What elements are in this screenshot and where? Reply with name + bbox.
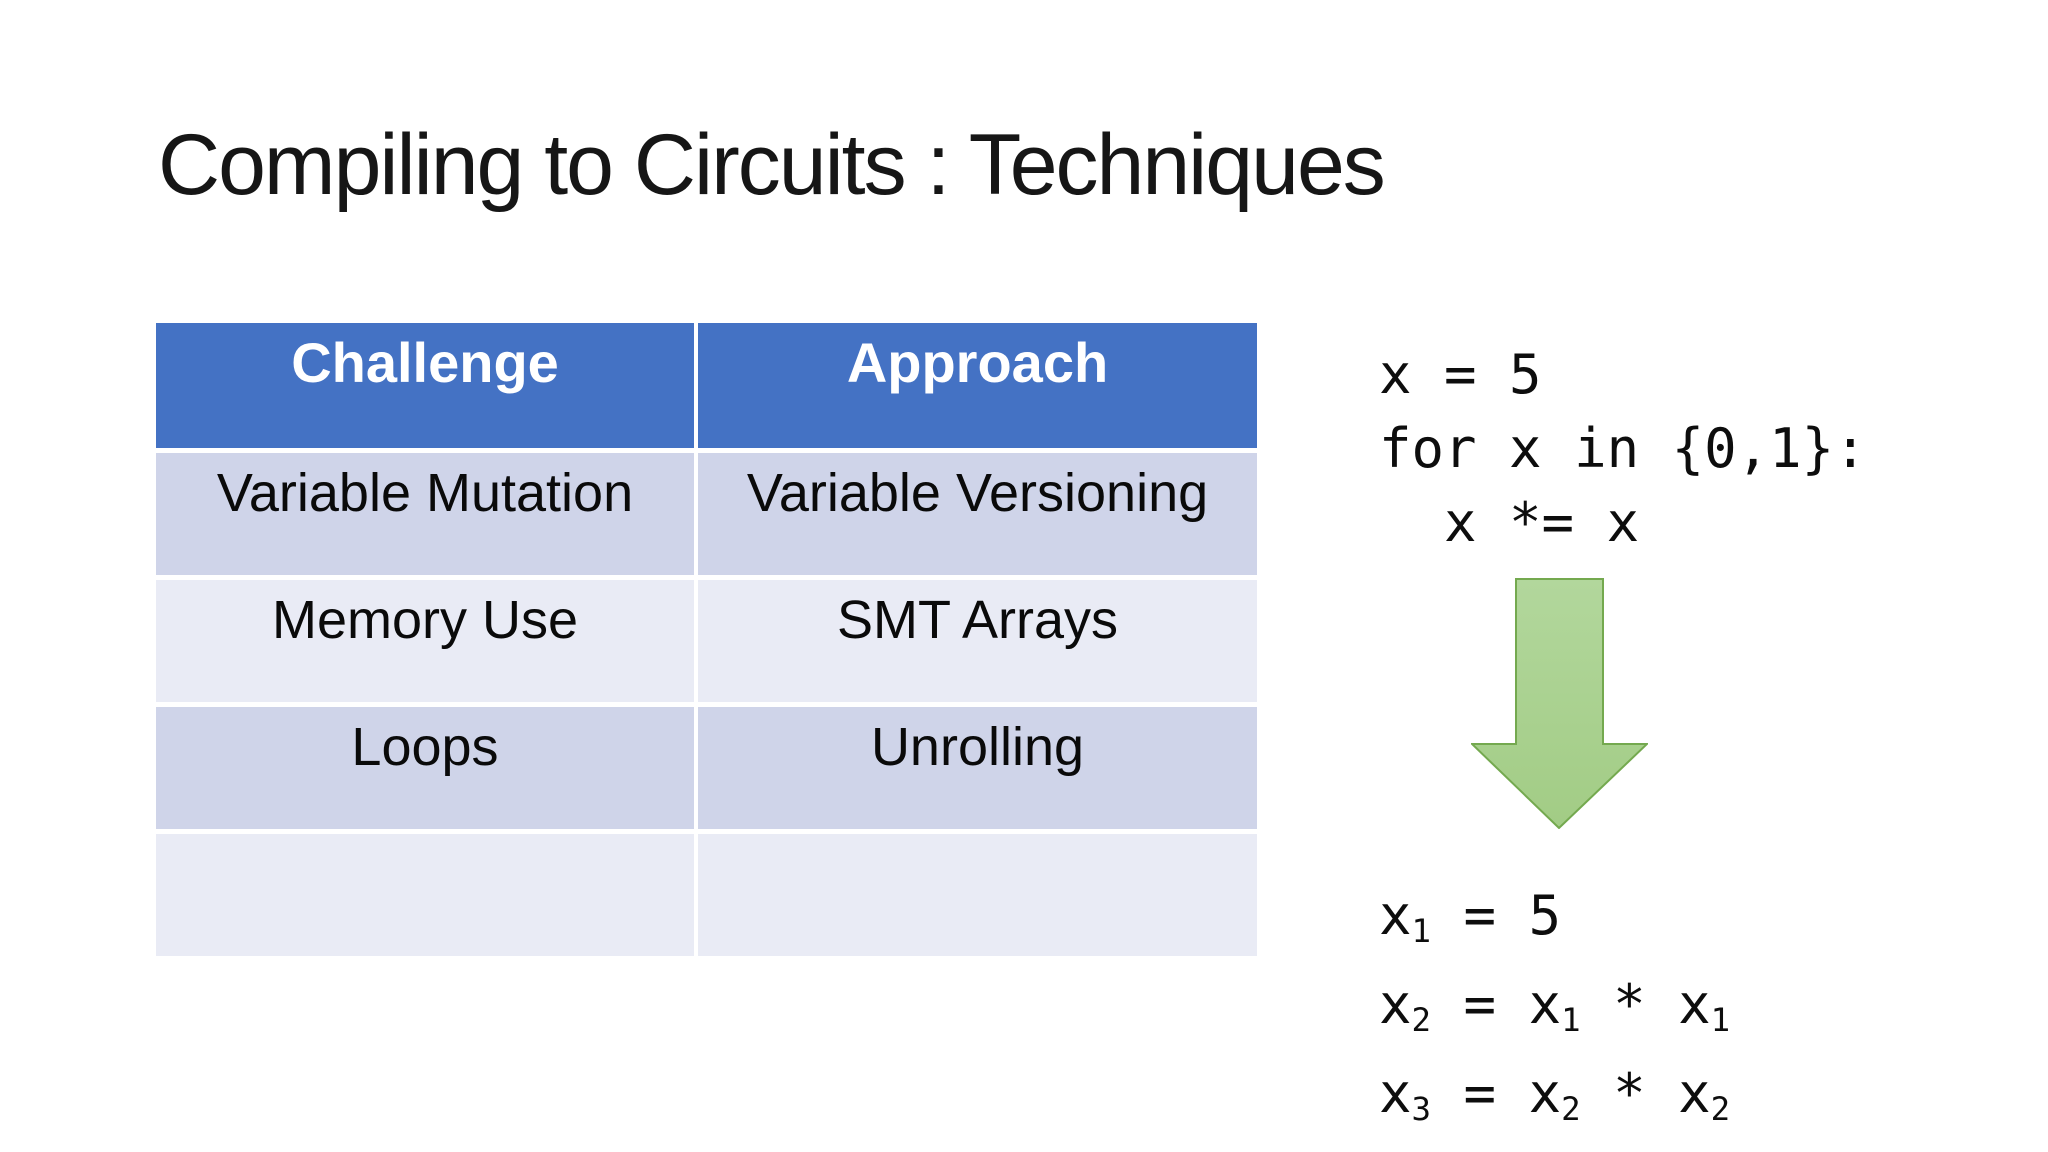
code-text: = 5: [1431, 884, 1562, 947]
subscript: 1: [1411, 911, 1432, 950]
source-code-block: x = 5 for x in {0,1}: x *= x: [1379, 338, 1867, 560]
subscript: 1: [1710, 1000, 1731, 1039]
code-text: x: [1379, 973, 1412, 1036]
table-cell: Variable Mutation: [156, 453, 694, 575]
subscript: 3: [1411, 1089, 1432, 1128]
table-cell: [156, 834, 694, 956]
code-line: x1 = 5: [1379, 875, 1730, 964]
down-arrow-icon: [1471, 578, 1648, 829]
code-line: x2 = x1 * x1: [1379, 964, 1730, 1053]
code-line: x3 = x2 * x2: [1379, 1053, 1730, 1142]
code-text: = x: [1431, 973, 1562, 1036]
code-text: = x: [1431, 1062, 1562, 1125]
slide-title: Compiling to Circuits : Techniques: [158, 117, 1386, 213]
down-arrow-shape: [1471, 578, 1648, 829]
code-text: * x: [1580, 973, 1711, 1036]
code-line: x *= x: [1379, 491, 1640, 554]
header-cell: Approach: [698, 323, 1257, 448]
code-text: x: [1379, 884, 1412, 947]
subscript: 1: [1561, 1000, 1581, 1039]
code-text: * x: [1580, 1062, 1711, 1125]
subscript: 2: [1561, 1089, 1581, 1128]
table-cell: Loops: [156, 707, 694, 829]
table-cell: SMT Arrays: [698, 580, 1257, 702]
table-cell: Memory Use: [156, 580, 694, 702]
code-line: for x in {0,1}:: [1379, 417, 1867, 480]
table-cell: Variable Versioning: [698, 453, 1257, 575]
subscript: 2: [1411, 1000, 1432, 1039]
code-line: x = 5: [1379, 343, 1542, 406]
code-text: x: [1379, 1062, 1412, 1125]
table-cell: Unrolling: [698, 707, 1257, 829]
subscript: 2: [1710, 1089, 1731, 1128]
table-cell: [698, 834, 1257, 956]
header-cell: Challenge: [156, 323, 694, 448]
